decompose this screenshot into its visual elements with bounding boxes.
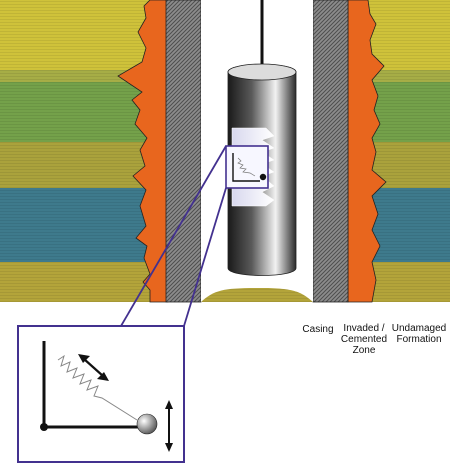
label-invaded-line1: Invaded / xyxy=(343,323,385,334)
left-cement-zone xyxy=(117,0,169,303)
diagonal-motion-arrow xyxy=(83,358,104,377)
sensor-mini-mass xyxy=(259,173,267,181)
sensor-mini-axes xyxy=(232,153,260,182)
diagonal-arrow-head-2 xyxy=(97,372,109,381)
label-undamaged-formation: Undamaged Formation xyxy=(390,323,448,345)
label-invaded-line3: Zone xyxy=(352,345,376,356)
proof-mass xyxy=(136,413,158,435)
right-casing xyxy=(312,0,349,303)
sensor-mini-spring xyxy=(237,157,256,177)
diagonal-arrow-head-1 xyxy=(78,354,90,363)
label-casing-text: Casing xyxy=(302,324,334,335)
right-cement-zone xyxy=(347,0,387,303)
spring xyxy=(57,354,138,421)
label-invaded-line2: Cemented xyxy=(340,334,388,345)
vertical-arrow-head-2 xyxy=(165,443,173,452)
label-undamaged-line2: Formation xyxy=(396,334,442,345)
label-undamaged-line1: Undamaged xyxy=(391,323,447,334)
inset-frame xyxy=(17,325,185,463)
inset-connector-bottom xyxy=(183,187,227,327)
sensor-inset xyxy=(17,325,185,463)
vertical-arrow-head-1 xyxy=(165,400,173,409)
pivot-point xyxy=(40,423,48,431)
label-invaded-zone: Invaded / Cemented Zone xyxy=(336,323,392,356)
logging-tool xyxy=(225,63,297,276)
tool-top-cap xyxy=(227,63,297,81)
inset-connector-top xyxy=(120,145,227,327)
left-casing xyxy=(165,0,202,303)
label-casing: Casing xyxy=(296,324,340,335)
